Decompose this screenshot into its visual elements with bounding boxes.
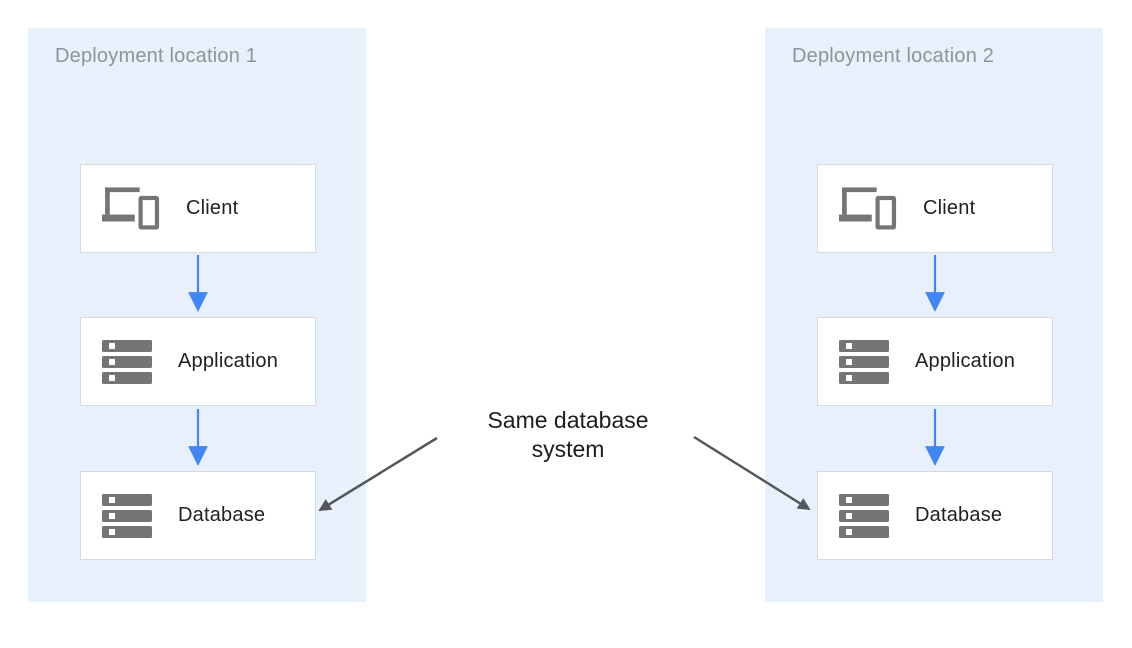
node-client: Client bbox=[817, 164, 1053, 253]
server-stack-icon bbox=[839, 493, 889, 538]
annotation-same-database-system: Same database system bbox=[487, 407, 649, 462]
node-application: Application bbox=[817, 317, 1053, 406]
panel-title: Deployment location 1 bbox=[55, 45, 258, 67]
deployment-location-2-panel: Deployment location 2 Client bbox=[765, 28, 1103, 602]
node-client: Client bbox=[80, 164, 316, 253]
server-stack-icon bbox=[839, 339, 889, 384]
node-label: Application bbox=[178, 350, 279, 372]
node-database: Database bbox=[817, 471, 1053, 560]
node-database: Database bbox=[80, 471, 316, 560]
panel-title: Deployment location 2 bbox=[792, 45, 995, 67]
client-devices-icon bbox=[839, 186, 897, 231]
client-devices-icon bbox=[102, 186, 160, 231]
node-label: Client bbox=[923, 197, 976, 219]
server-stack-icon bbox=[102, 493, 152, 538]
node-label: Client bbox=[186, 197, 239, 219]
node-label: Database bbox=[178, 504, 266, 526]
node-label: Application bbox=[915, 350, 1016, 372]
server-stack-icon bbox=[102, 339, 152, 384]
node-application: Application bbox=[80, 317, 316, 406]
node-label: Database bbox=[915, 504, 1003, 526]
deployment-location-1-panel: Deployment location 1 Client bbox=[28, 28, 366, 602]
